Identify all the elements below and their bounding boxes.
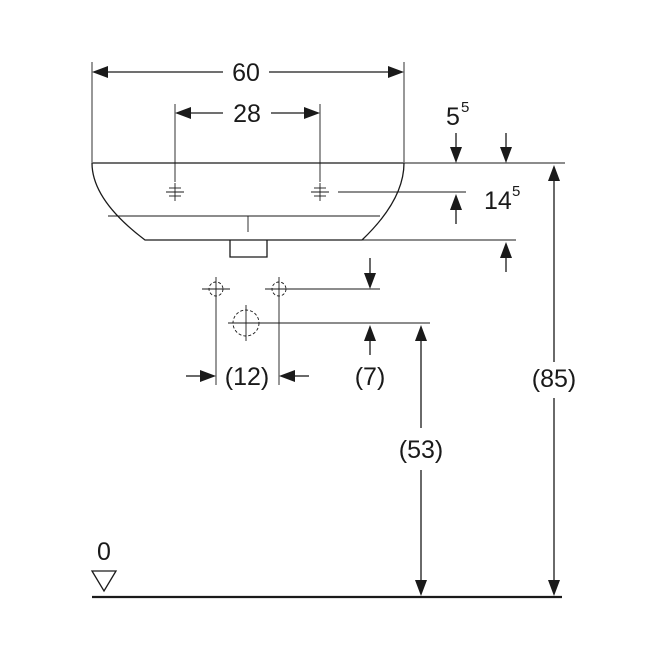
- arrow-up-icon: [500, 242, 512, 258]
- arrow-left-icon: [175, 107, 191, 119]
- supply-valve-left-icon: [202, 277, 230, 301]
- arrow-up-icon: [450, 194, 462, 210]
- supply-drop-label: (7): [355, 363, 386, 391]
- supply-connections: [202, 277, 430, 341]
- arrow-left-icon: [279, 370, 295, 382]
- supply-spacing-label: (12): [225, 363, 269, 391]
- rim-offset-label: 5: [446, 103, 460, 131]
- basin: [91, 162, 405, 258]
- dimension-supply-drop: (7): [355, 258, 386, 391]
- tap-hole-spacing-label: 28: [233, 100, 261, 128]
- supply-height-label: (53): [399, 436, 443, 464]
- dimension-rim-offset: 5 5: [446, 99, 512, 163]
- arrow-down-icon: [364, 273, 376, 289]
- arrow-up-icon: [364, 325, 376, 341]
- rim-height-label: (85): [532, 365, 576, 393]
- supply-valve-right-icon: [265, 277, 293, 301]
- tap-hole-depth-superscript: 5: [512, 183, 520, 200]
- arrow-right-icon: [388, 66, 404, 78]
- waste-outlet-icon: [228, 305, 264, 341]
- floor-level-label: 0: [97, 538, 111, 566]
- arrow-down-icon: [500, 147, 512, 163]
- arrow-down-icon: [450, 147, 462, 163]
- width-total-label: 60: [232, 59, 260, 87]
- dimension-rim-height: (85): [532, 165, 576, 596]
- arrow-up-icon: [415, 325, 427, 341]
- basin-outline: [91, 162, 405, 241]
- tap-hole-right-icon: [311, 183, 329, 201]
- arrow-down-icon: [415, 580, 427, 596]
- rim-offset-superscript: 5: [461, 99, 469, 116]
- tap-hole-depth-label: 14: [484, 187, 512, 215]
- arrow-right-icon: [200, 370, 216, 382]
- dimension-supply-spacing: (12): [186, 301, 309, 391]
- tap-hole-left-icon: [166, 183, 184, 201]
- floor-level: 0: [90, 538, 562, 599]
- arrow-up-icon: [548, 165, 560, 181]
- arrow-down-icon: [548, 580, 560, 596]
- dimension-supply-height: (53): [399, 325, 443, 596]
- level-marker-icon: [90, 570, 118, 593]
- dimension-width-total: 60: [91, 59, 405, 162]
- dimension-tap-hole-spacing: 28: [174, 100, 321, 182]
- arrow-right-icon: [304, 107, 320, 119]
- drain-outlet: [229, 240, 268, 258]
- arrow-left-icon: [92, 66, 108, 78]
- dimension-tap-hole-depth: 14 5: [338, 183, 520, 272]
